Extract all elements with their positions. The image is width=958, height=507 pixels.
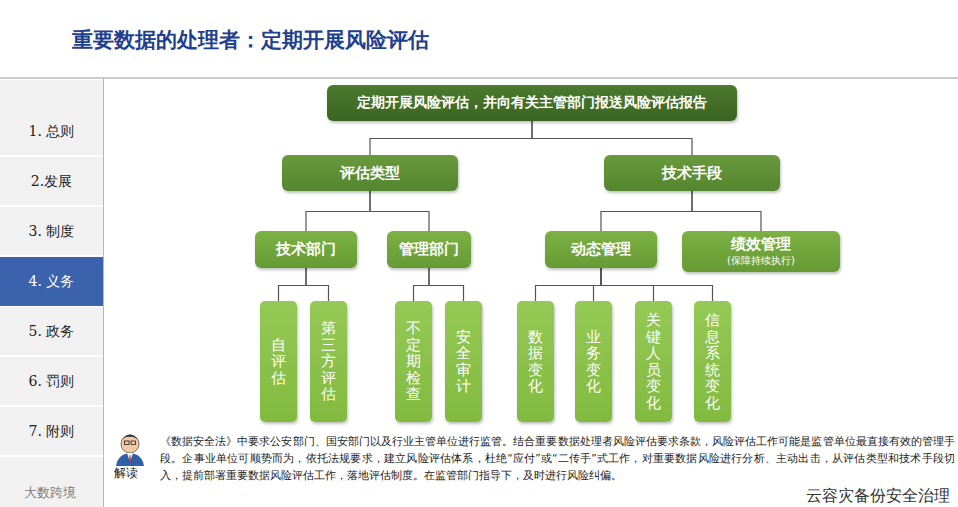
tree-connector: [306, 268, 329, 301]
menu-item: 3. 制度: [0, 207, 103, 256]
note-text: 《数据安全法》中要求公安部门、国安部门以及行业主管单位进行监管。结合重要数据处理…: [160, 433, 955, 484]
box-text: 管理部门: [399, 240, 459, 259]
leaf-box: 信息系统变化: [694, 301, 731, 422]
tree-connector: [370, 191, 429, 231]
leaf-box: 业务变化: [575, 301, 612, 422]
tree-connector: [536, 268, 602, 301]
tree-connector: [601, 191, 692, 231]
process-box: 技术部门: [255, 231, 357, 268]
reader-caption: 解读: [114, 465, 138, 482]
leaf-box: 数据变化: [517, 301, 554, 422]
tree-connector: [306, 191, 370, 231]
box-text: 安全审计: [456, 329, 471, 395]
sidebar-border: [103, 78, 104, 507]
watermark: 云容灾备份安全治理: [806, 486, 950, 505]
tree-connector: [601, 268, 654, 301]
tree-connector: [594, 268, 602, 301]
box-text: 自评估: [271, 337, 286, 387]
box-text: 关键人员变化: [646, 312, 661, 411]
menu-item: 5. 政务: [0, 307, 103, 356]
box-text: 技术部门: [276, 240, 336, 259]
tree-connector: [692, 191, 761, 231]
process-box: 定期开展风险评估，并向有关主管部门报送风险评估报告: [327, 85, 737, 121]
box-text: 不定期检查: [406, 320, 421, 403]
sidebar-separators: [0, 156, 103, 456]
tree-connector: [370, 121, 532, 155]
tree-connector: [532, 121, 692, 155]
title-rule: [0, 78, 958, 79]
leaf-box: 安全审计: [445, 301, 482, 422]
process-box: 管理部门: [387, 231, 471, 268]
leaf-box: 关键人员变化: [635, 301, 672, 422]
process-box: 技术手段: [604, 155, 780, 191]
box-text: 技术手段: [662, 164, 722, 183]
box-text: 数据变化: [528, 329, 543, 395]
page-title: 重要数据的处理者：定期开展风险评估: [72, 26, 429, 54]
tree-connector: [414, 268, 430, 301]
tree-connector: [429, 268, 464, 301]
process-box: 绩效管理(保障持续执行): [682, 231, 840, 272]
box-text: 定期开展风险评估，并向有关主管部门报送风险评估报告: [357, 94, 707, 112]
sidebar-ground: [0, 80, 103, 507]
process-box: 评估类型: [282, 155, 458, 191]
menu-item: 6. 罚则: [0, 357, 103, 406]
reader-icon: [116, 435, 144, 467]
tree-connector: [601, 268, 713, 301]
menu-item: 2.发展: [0, 157, 103, 206]
menu-item: 1. 总则: [0, 107, 103, 156]
tree-connector: [279, 268, 307, 301]
watermark: 大数跨境: [24, 484, 76, 502]
menu-item: 4. 义务: [0, 257, 103, 306]
box-text: 评估类型: [340, 164, 400, 183]
process-box: 动态管理: [545, 231, 657, 268]
box-text: 动态管理: [571, 240, 631, 259]
box-subtext: (保障持续执行): [727, 254, 795, 268]
box-text: 业务变化: [586, 329, 601, 395]
leaf-box: 不定期检查: [395, 301, 432, 422]
leaf-box: 第三方评估: [310, 301, 347, 422]
box-text: 第三方评估: [321, 320, 336, 403]
menu-item: 7. 附则: [0, 407, 103, 456]
box-text: 信息系统变化: [705, 312, 720, 411]
box-text: 绩效管理: [731, 235, 791, 254]
leaf-box: 自评估: [260, 301, 297, 422]
